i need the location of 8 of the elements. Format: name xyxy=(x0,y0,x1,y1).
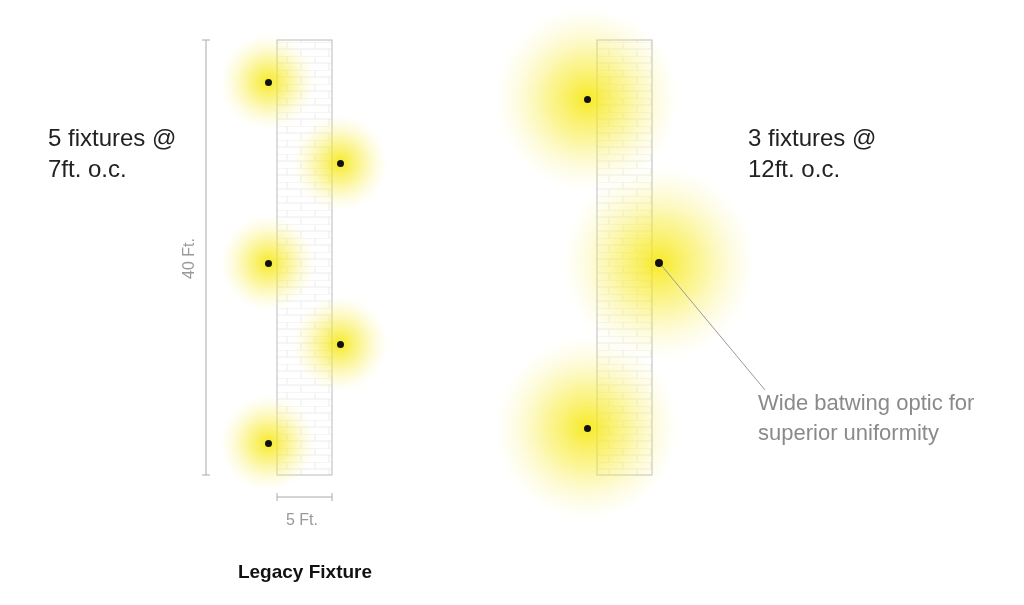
callout-text: Wide batwing optic for superior uniformity xyxy=(758,388,998,448)
dimension-label: 5 Ft. xyxy=(286,510,319,530)
leader-line xyxy=(661,265,766,391)
fixture-dot xyxy=(655,259,663,267)
fixture-count-label: 3 fixtures @ 12ft. o.c. xyxy=(748,123,878,184)
fixture-count-label: 5 fixtures @ 7ft. o.c. xyxy=(48,123,178,184)
column-title: Legacy Fixture xyxy=(236,560,374,584)
dimension-label: 40 Ft. xyxy=(178,237,198,281)
